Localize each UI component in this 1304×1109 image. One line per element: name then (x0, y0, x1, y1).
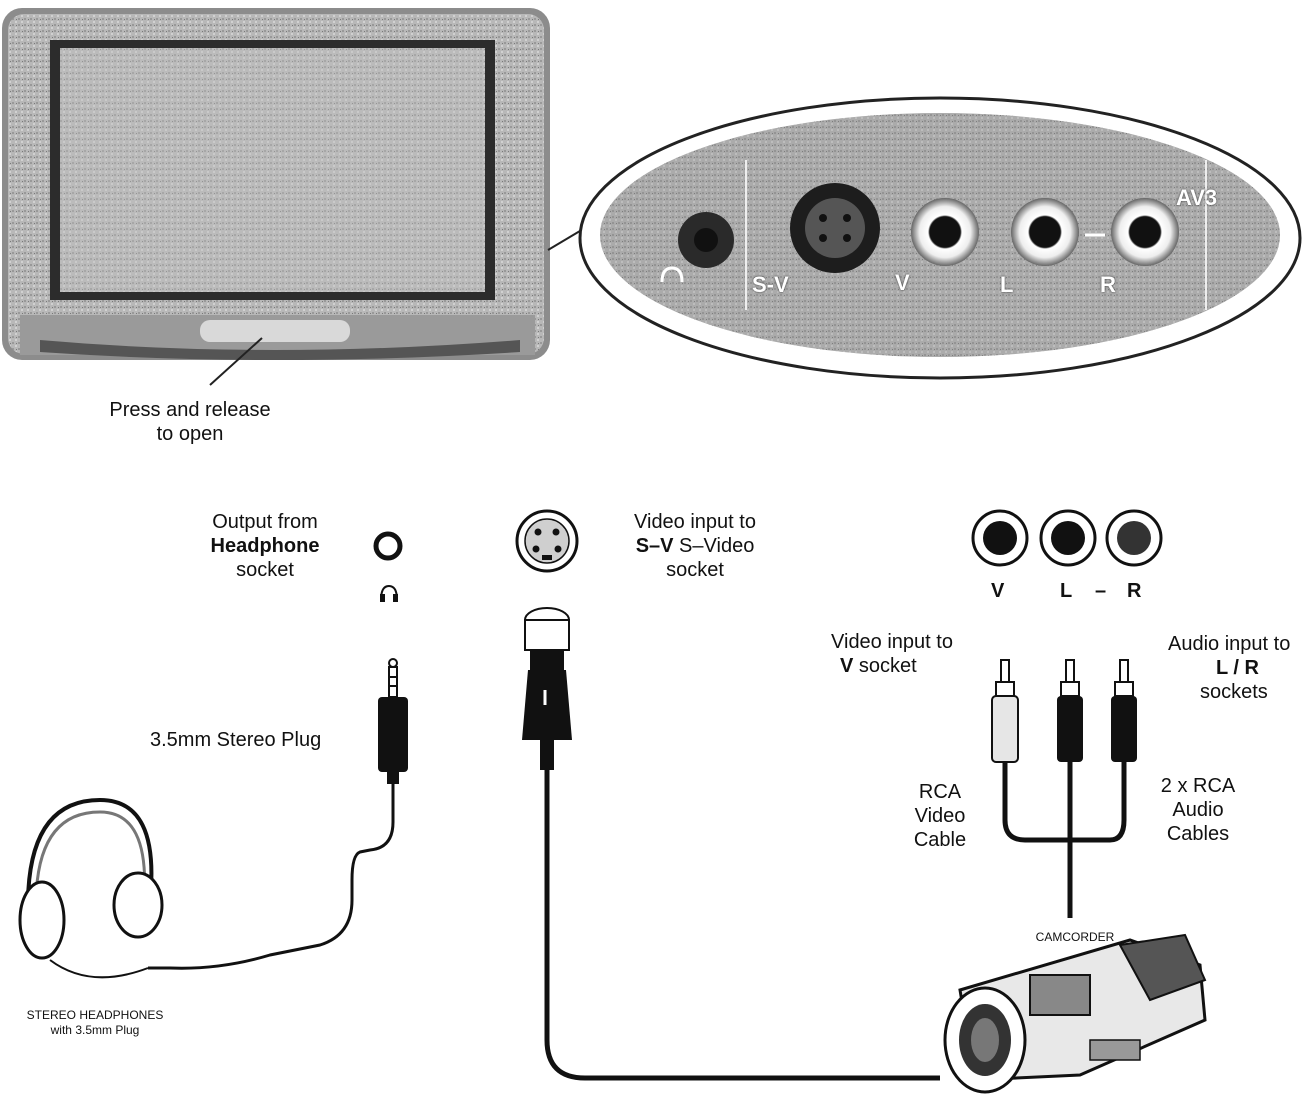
rca-audio-cables-line3: Cables (1166, 823, 1230, 845)
svideo-input-line2-bold: S–V (635, 535, 674, 557)
av3-panel (578, 96, 1302, 380)
rca-audio-cables-label: 2 x RCA Audio Cables (1150, 774, 1246, 846)
tv-caption: Press and release to open (95, 398, 285, 446)
rca-video-cable-line3: Cable (913, 829, 967, 851)
svideo-plug-illustration (522, 607, 572, 770)
audio-input-line1: Audio input to (1168, 633, 1291, 655)
camcorder-illustration (943, 933, 1207, 1094)
svideo-cable (544, 770, 940, 1081)
jack-label-dash: – (1095, 580, 1107, 602)
headphone-output-line1: Output from (212, 511, 318, 533)
jack-label-l: L (1060, 580, 1073, 602)
panel-label-r: R (1100, 272, 1116, 297)
headphone-output-line3: socket (236, 559, 294, 581)
stereo-plug-label: 3.5mm Stereo Plug (150, 729, 322, 751)
headphone-output-line2: Headphone (210, 535, 320, 557)
tv-caption-line1: Press and release (109, 399, 271, 421)
video-input-v-line1: Video input to (831, 631, 953, 653)
headphone-glyph-icon (380, 584, 398, 602)
panel-label-sv: S-V (752, 272, 789, 297)
panel-label-v: V (895, 270, 910, 295)
headphone-output-label: Output from Headphone socket (190, 510, 340, 582)
rca-audio-cables-line1: 2 x RCA (1160, 775, 1236, 797)
caption-pointer-line (209, 337, 263, 386)
audio-input-label: Audio input to L / R sockets (1168, 632, 1304, 704)
headphones-label: STEREO HEADPHONES with 3.5mm Plug (6, 1008, 184, 1038)
headphone-cable (148, 784, 395, 970)
rca-video-cable-line2: Video (914, 805, 966, 827)
jack-label-r: R (1127, 580, 1142, 602)
headphone-socket-icon (373, 531, 403, 561)
rca-audio-cables-line2: Audio (1172, 799, 1224, 821)
panel-label-l: L (1000, 272, 1014, 297)
rca-jack-icons (971, 509, 1163, 567)
rca-plugs-illustration (991, 659, 1137, 763)
headphones-label-line2: with 3.5mm Plug (50, 1023, 140, 1037)
headphones-label-line1: STEREO HEADPHONES (26, 1008, 164, 1022)
stereo-plug-illustration (378, 658, 408, 784)
svideo-input-line1: Video input to (634, 511, 756, 533)
rca-cable-bundle (1002, 762, 1127, 843)
audio-input-line3: sockets (1200, 681, 1268, 703)
tv-caption-line2: to open (156, 423, 224, 445)
panel-label-av3: AV3 (1176, 185, 1218, 210)
video-input-v-line2-bold: V (840, 655, 854, 677)
rca-video-cable-line1: RCA (918, 781, 962, 803)
audio-input-line2-bold: L / R (1216, 657, 1259, 679)
svideo-input-line2-rest: S–Video (673, 535, 755, 557)
camcorder-label: CAMCORDER (1035, 930, 1115, 944)
rca-video-cable-label: RCA Video Cable (900, 780, 980, 852)
video-input-v-label: Video input to V socket (812, 630, 972, 678)
svideo-socket-icon (515, 509, 579, 573)
svideo-input-label: Video input to S–V S–Video socket (605, 510, 785, 582)
tv-illustration (2, 8, 550, 360)
video-input-v-line2-rest: socket (853, 655, 917, 677)
stereo-headphones-illustration (18, 797, 164, 979)
jack-label-v: V (991, 580, 1005, 602)
svideo-input-line3: socket (666, 559, 724, 581)
